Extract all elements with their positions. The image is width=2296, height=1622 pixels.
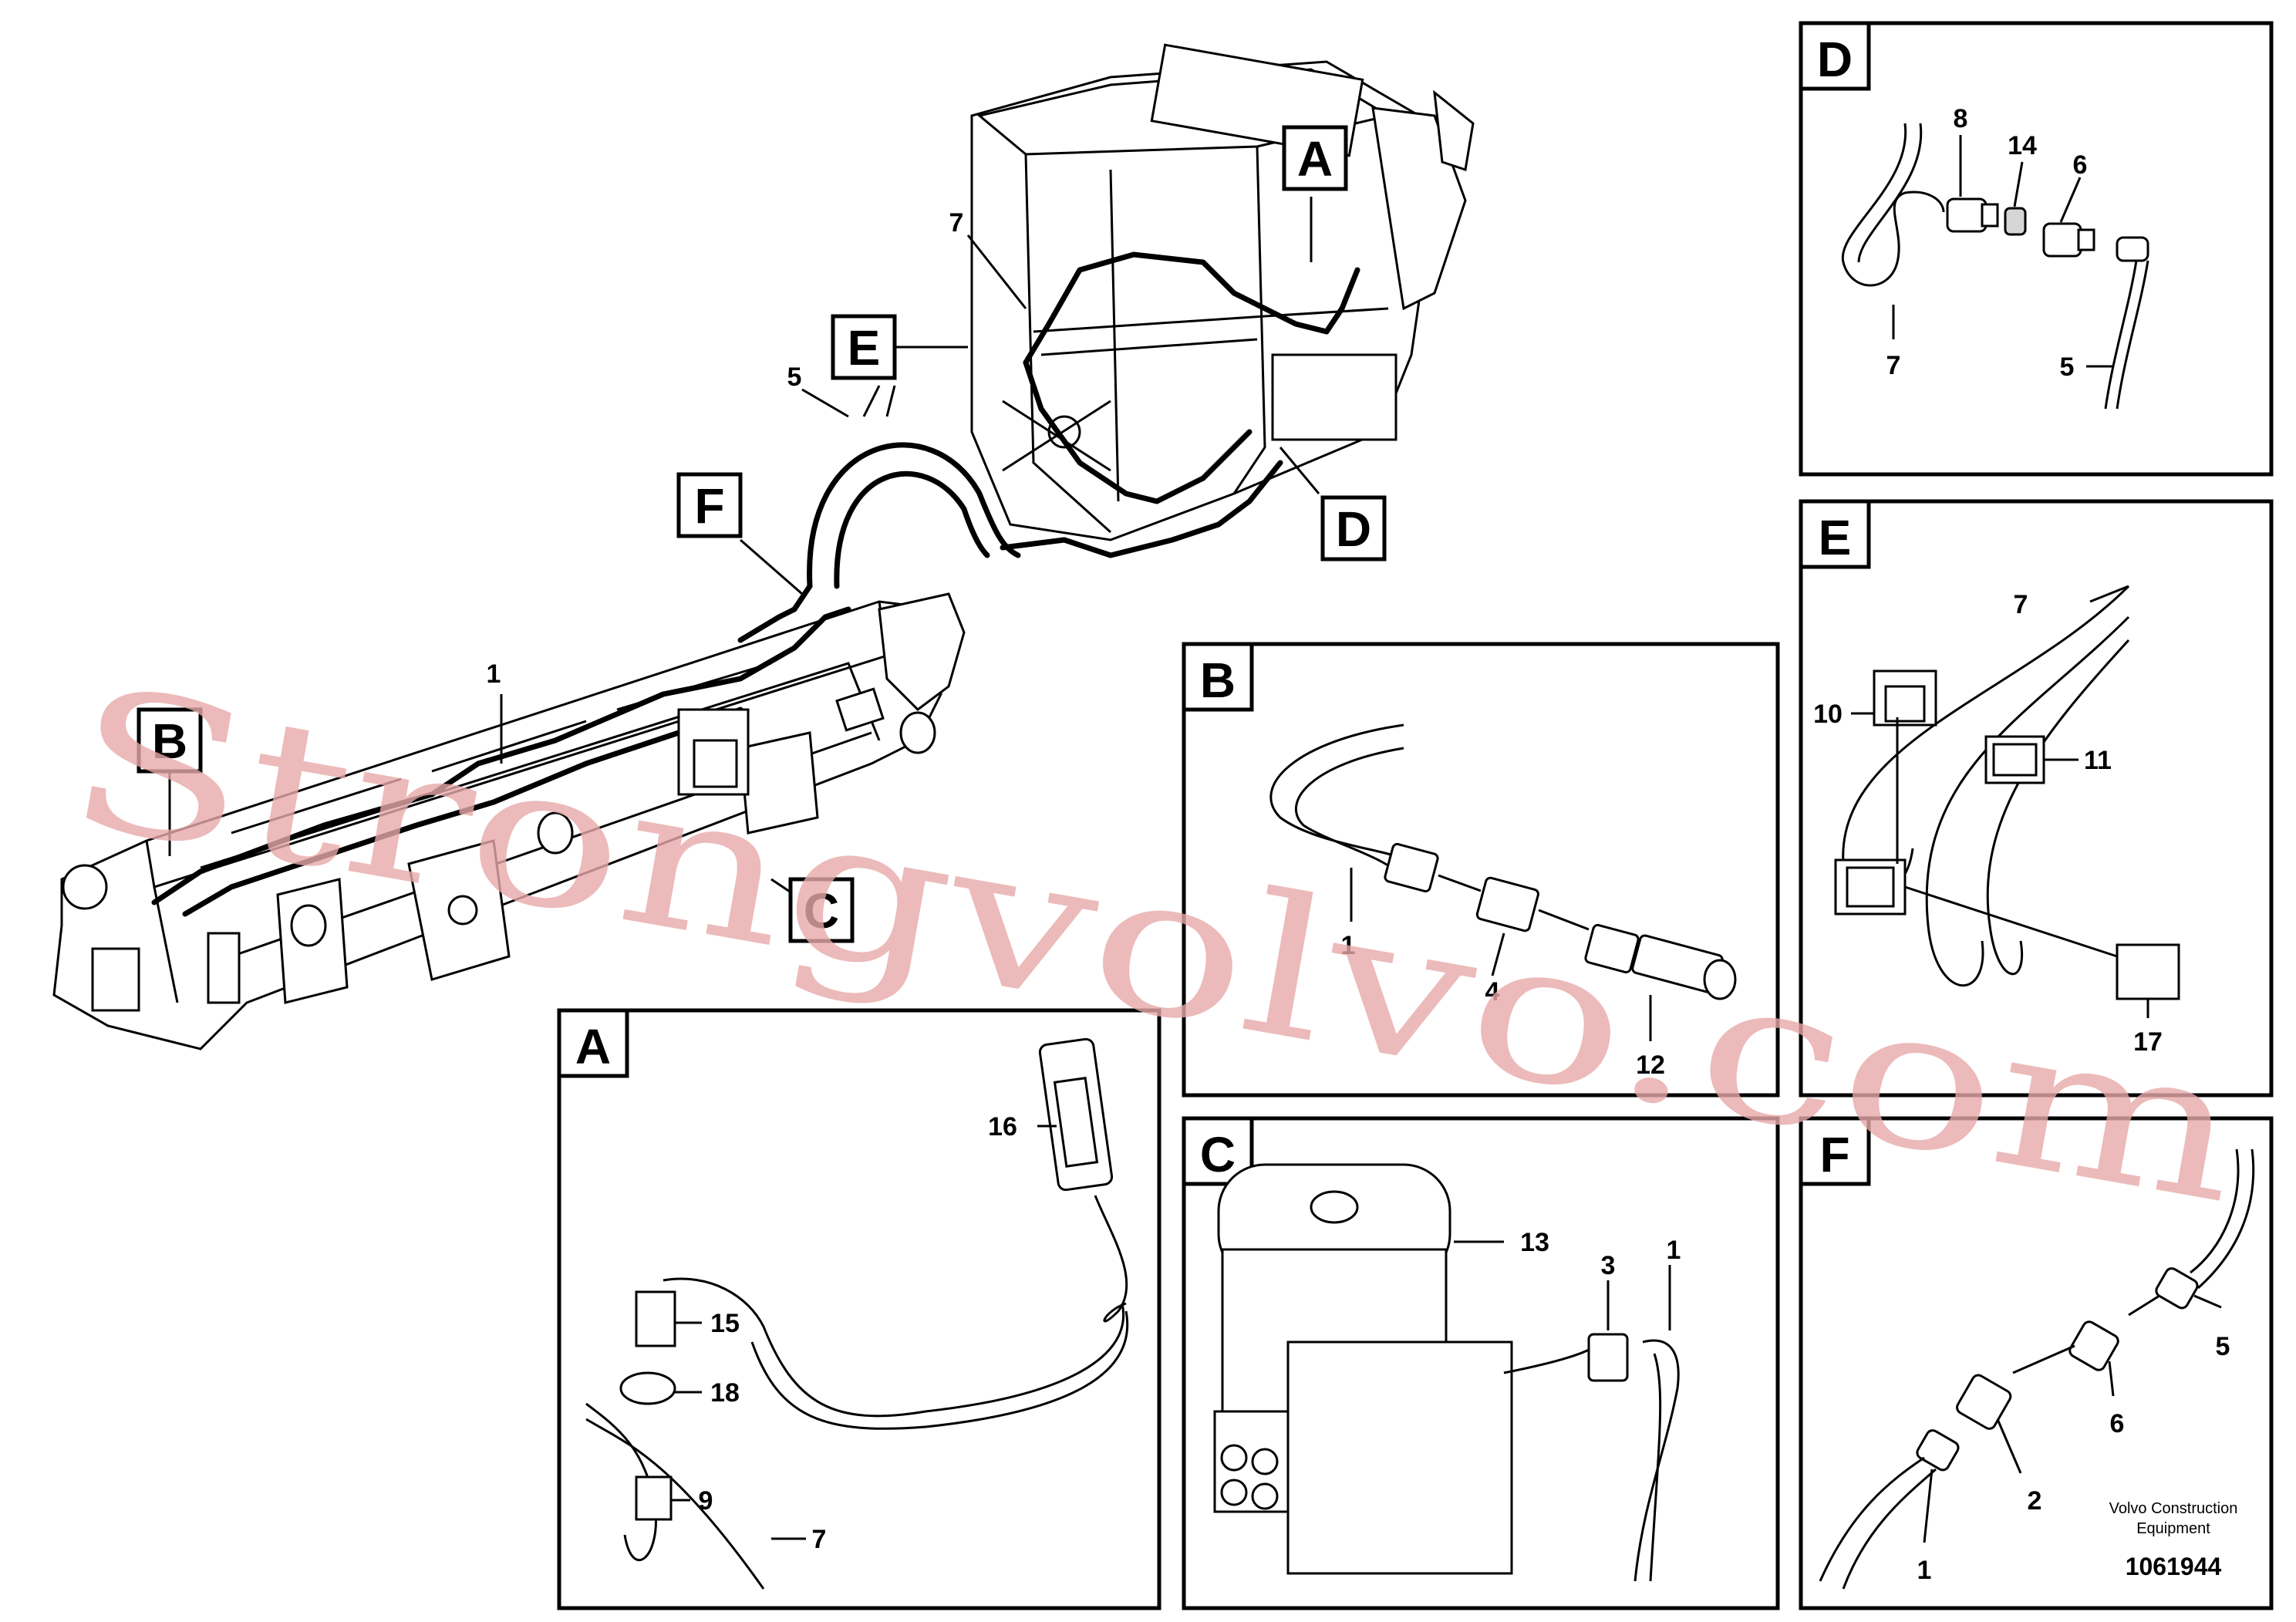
part-label-1: 1 [1667,1236,1681,1265]
part-label-10: 10 [1813,700,1843,729]
connector-block [1834,858,1907,916]
part-label-15: 15 [710,1309,740,1338]
sensor-12 [1584,923,1737,1000]
callout-F[interactable]: F [676,472,743,538]
part-label-12: 12 [1636,1050,1665,1080]
connector-1 [1916,1429,1960,1472]
main-view: A E D F B C 1 5 7 [52,43,1475,1050]
part-label-5: 5 [2060,352,2075,382]
svg-text:F: F [694,478,724,534]
cable-1 [1633,1339,1680,1582]
cover-17 [2116,943,2180,1000]
elbow-fitting-5 [2104,236,2149,410]
hose-5 [2190,1148,2240,1274]
part-label-11: 11 [2084,746,2112,775]
part-label-5: 5 [787,363,802,392]
callout-A[interactable]: A [1282,125,1348,191]
connector-11 [1984,735,2045,784]
part-label-7: 7 [949,208,964,238]
part-label-2: 2 [2028,1486,2042,1516]
part-label-7: 7 [1886,351,1901,380]
cable-harness-7 [1023,251,1360,366]
detail-panel-E: E 7 10 11 17 [1799,499,2274,1098]
brand-line-2: Equipment [2136,1520,2210,1537]
part-label-1: 1 [1917,1556,1932,1585]
ring-14 [2004,207,2027,236]
connector-3 [1587,1333,1629,1382]
detail-panel-B: B 1 4 12 [1182,642,1780,1098]
callout-B[interactable]: B [137,707,203,774]
svg-text:A: A [575,1019,611,1074]
detail-panel-C: C 13 3 1 [1182,1116,1780,1610]
connector-8 [1946,197,1999,233]
cab [970,43,1475,541]
part-label-6: 6 [2073,150,2088,180]
part-label-13: 13 [1520,1228,1549,1257]
cable-harness-1b [182,706,743,917]
callout-D[interactable]: D [1320,495,1387,561]
part-label-17: 17 [2133,1027,2163,1057]
cable-harness-1 [151,606,851,905]
hose-5 [807,385,1021,589]
svg-text:C: C [804,883,839,939]
part-label-6: 6 [2110,1409,2125,1438]
part-label-9: 9 [699,1486,713,1516]
connector-6 [2068,1320,2119,1371]
part-label-3: 3 [1601,1251,1616,1280]
svg-text:D: D [1336,501,1371,557]
cable-harness-lower [1000,460,1283,558]
callout-C[interactable]: C [788,877,855,943]
brand-line-1: Volvo Construction [2109,1500,2238,1517]
connector-15 [635,1290,676,1347]
drawing-number: 1061944 [2126,1553,2222,1580]
connector-2 [1956,1374,2012,1430]
svg-text:A: A [1297,131,1333,187]
part-label-7: 7 [2014,590,2028,619]
svg-text:E: E [1819,510,1852,565]
svg-text:F: F [1819,1127,1849,1182]
hose-7 [1841,123,1945,287]
wire-harness [663,1277,1124,1418]
part-label-14: 14 [2008,131,2037,160]
detail-panel-F: F 5 6 2 1 Volvo Construction Equipment 1… [1799,1116,2274,1610]
detail-panel-D: D 8 14 6 7 5 [1799,21,2274,477]
part-label-18: 18 [710,1378,740,1408]
cable-1 [1819,1456,1925,1582]
part-label-1: 1 [1341,931,1356,960]
part-label-1: 1 [487,659,501,689]
connector-female [1384,842,1439,893]
svg-text:B: B [1200,653,1236,708]
svg-text:C: C [1200,1127,1236,1182]
cable-to-frame [737,583,813,643]
control-unit-13 [1213,1163,1513,1575]
clip-18 [619,1371,676,1405]
part-label-4: 4 [1485,977,1500,1007]
connector-10 [1873,669,1937,727]
detail-panel-A: A 16 15 18 9 7 [557,1008,1161,1610]
part-label-16: 16 [988,1112,1017,1141]
callout-E[interactable]: E [831,314,897,380]
hose-1 [1269,723,1404,858]
fitting-5 [2155,1267,2199,1310]
svg-text:D: D [1817,32,1853,87]
part-label-5: 5 [2216,1332,2230,1361]
connector-4 [1475,876,1539,932]
frame-control-box [677,708,750,796]
part-label-7: 7 [812,1525,827,1554]
connector-6 [2042,222,2095,258]
cable-harness-7b [1023,359,1253,504]
svg-text:E: E [848,320,881,376]
part-label-8: 8 [1954,104,1968,133]
connector-9 [635,1475,673,1521]
display-unit-16 [1038,1037,1114,1192]
svg-text:B: B [152,713,187,769]
